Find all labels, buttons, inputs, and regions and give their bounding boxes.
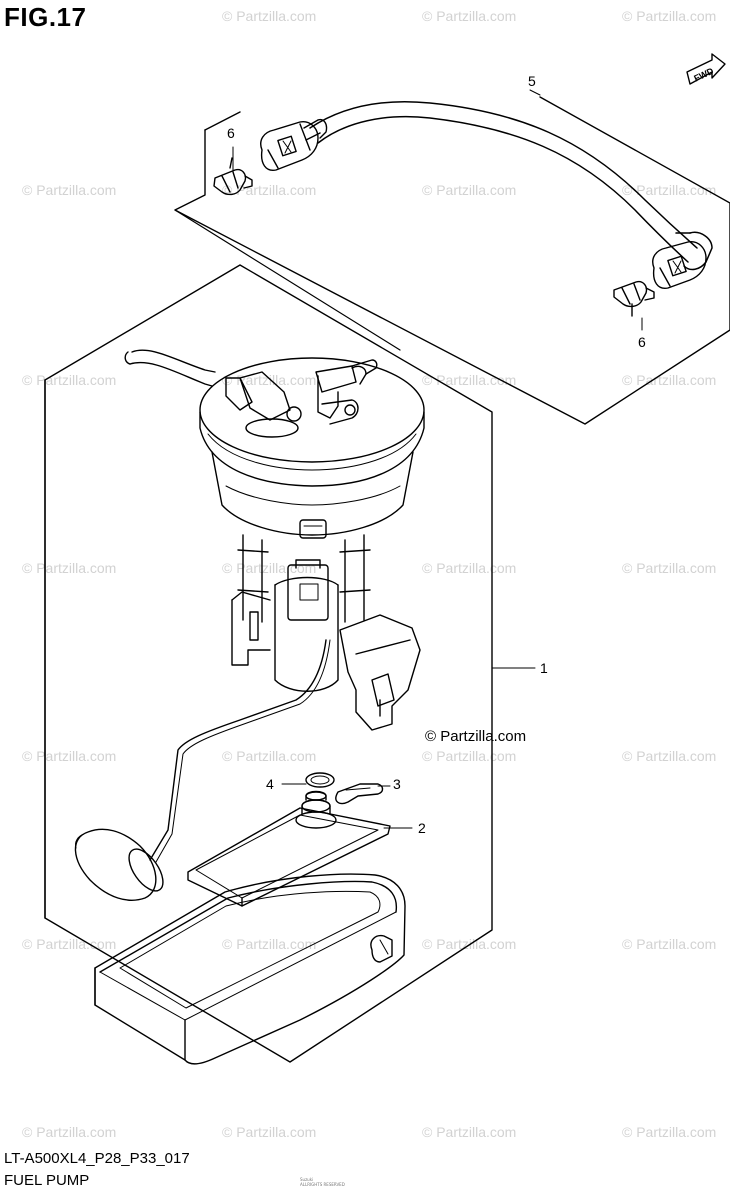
callout-leaders	[232, 89, 643, 829]
watermark: © Partzilla.com	[422, 748, 517, 764]
watermark: © Partzilla.com	[422, 936, 517, 952]
watermark: © Partzilla.com	[22, 182, 117, 198]
watermark: © Partzilla.com	[22, 1124, 117, 1140]
sub-tank-tray	[94, 873, 406, 1065]
callout-2: 2	[418, 820, 426, 836]
watermark: © Partzilla.com	[622, 1124, 717, 1140]
fuel-pump-assembly	[74, 349, 425, 901]
fine-print: Suzuki ALLRIGHTS RESERVED	[300, 1177, 345, 1187]
drawing-code: LT-A500XL4_P28_P33_017	[4, 1150, 190, 1167]
watermark: © Partzilla.com	[22, 936, 117, 952]
watermark: © Partzilla.com	[222, 1124, 317, 1140]
watermark: © Partzilla.com	[622, 182, 717, 198]
watermark: © Partzilla.com	[622, 748, 717, 764]
clamp-right	[613, 280, 655, 317]
callout-labels: 5 6 6 1 4 3 2	[227, 73, 646, 836]
callout-4: 4	[266, 776, 274, 792]
fwd-arrow-icon: FWD	[686, 53, 726, 85]
assembly-box-5	[174, 96, 730, 425]
hose-connector-right	[652, 241, 707, 289]
callout-6-right: 6	[638, 334, 646, 350]
watermark: © Partzilla.com	[222, 182, 317, 198]
watermark: © Partzilla.com	[222, 560, 317, 576]
hose-connector-left	[260, 118, 328, 171]
watermark: © Partzilla.com	[622, 560, 717, 576]
fuel-hose	[309, 100, 713, 271]
watermark: © Partzilla.com	[422, 1124, 517, 1140]
callout-1: 1	[540, 660, 548, 676]
watermark: © Partzilla.com	[222, 748, 317, 764]
watermark: © Partzilla.com	[222, 936, 317, 952]
watermark: © Partzilla.com	[622, 936, 717, 952]
assembly-box-1	[44, 264, 493, 1063]
watermark: © Partzilla.com	[422, 182, 517, 198]
clamp-left	[213, 157, 253, 196]
figure-caption: FUEL PUMP	[4, 1172, 90, 1189]
watermark: © Partzilla.com	[422, 8, 517, 24]
o-ring	[305, 772, 335, 788]
clip	[335, 783, 384, 805]
callout-3: 3	[393, 776, 401, 792]
callout-5: 5	[528, 73, 536, 89]
brand-mark: © Partzilla.com	[425, 728, 527, 745]
callout-6-left: 6	[227, 125, 235, 141]
fine-print-line-2: ALLRIGHTS RESERVED	[300, 1182, 345, 1187]
watermark: © Partzilla.com	[622, 8, 717, 24]
watermark: © Partzilla.com	[222, 8, 317, 24]
plate	[187, 790, 391, 907]
figure-title: FIG.17	[4, 2, 87, 32]
fine-print-line-1: Suzuki	[300, 1177, 314, 1182]
watermark: © Partzilla.com	[422, 560, 517, 576]
